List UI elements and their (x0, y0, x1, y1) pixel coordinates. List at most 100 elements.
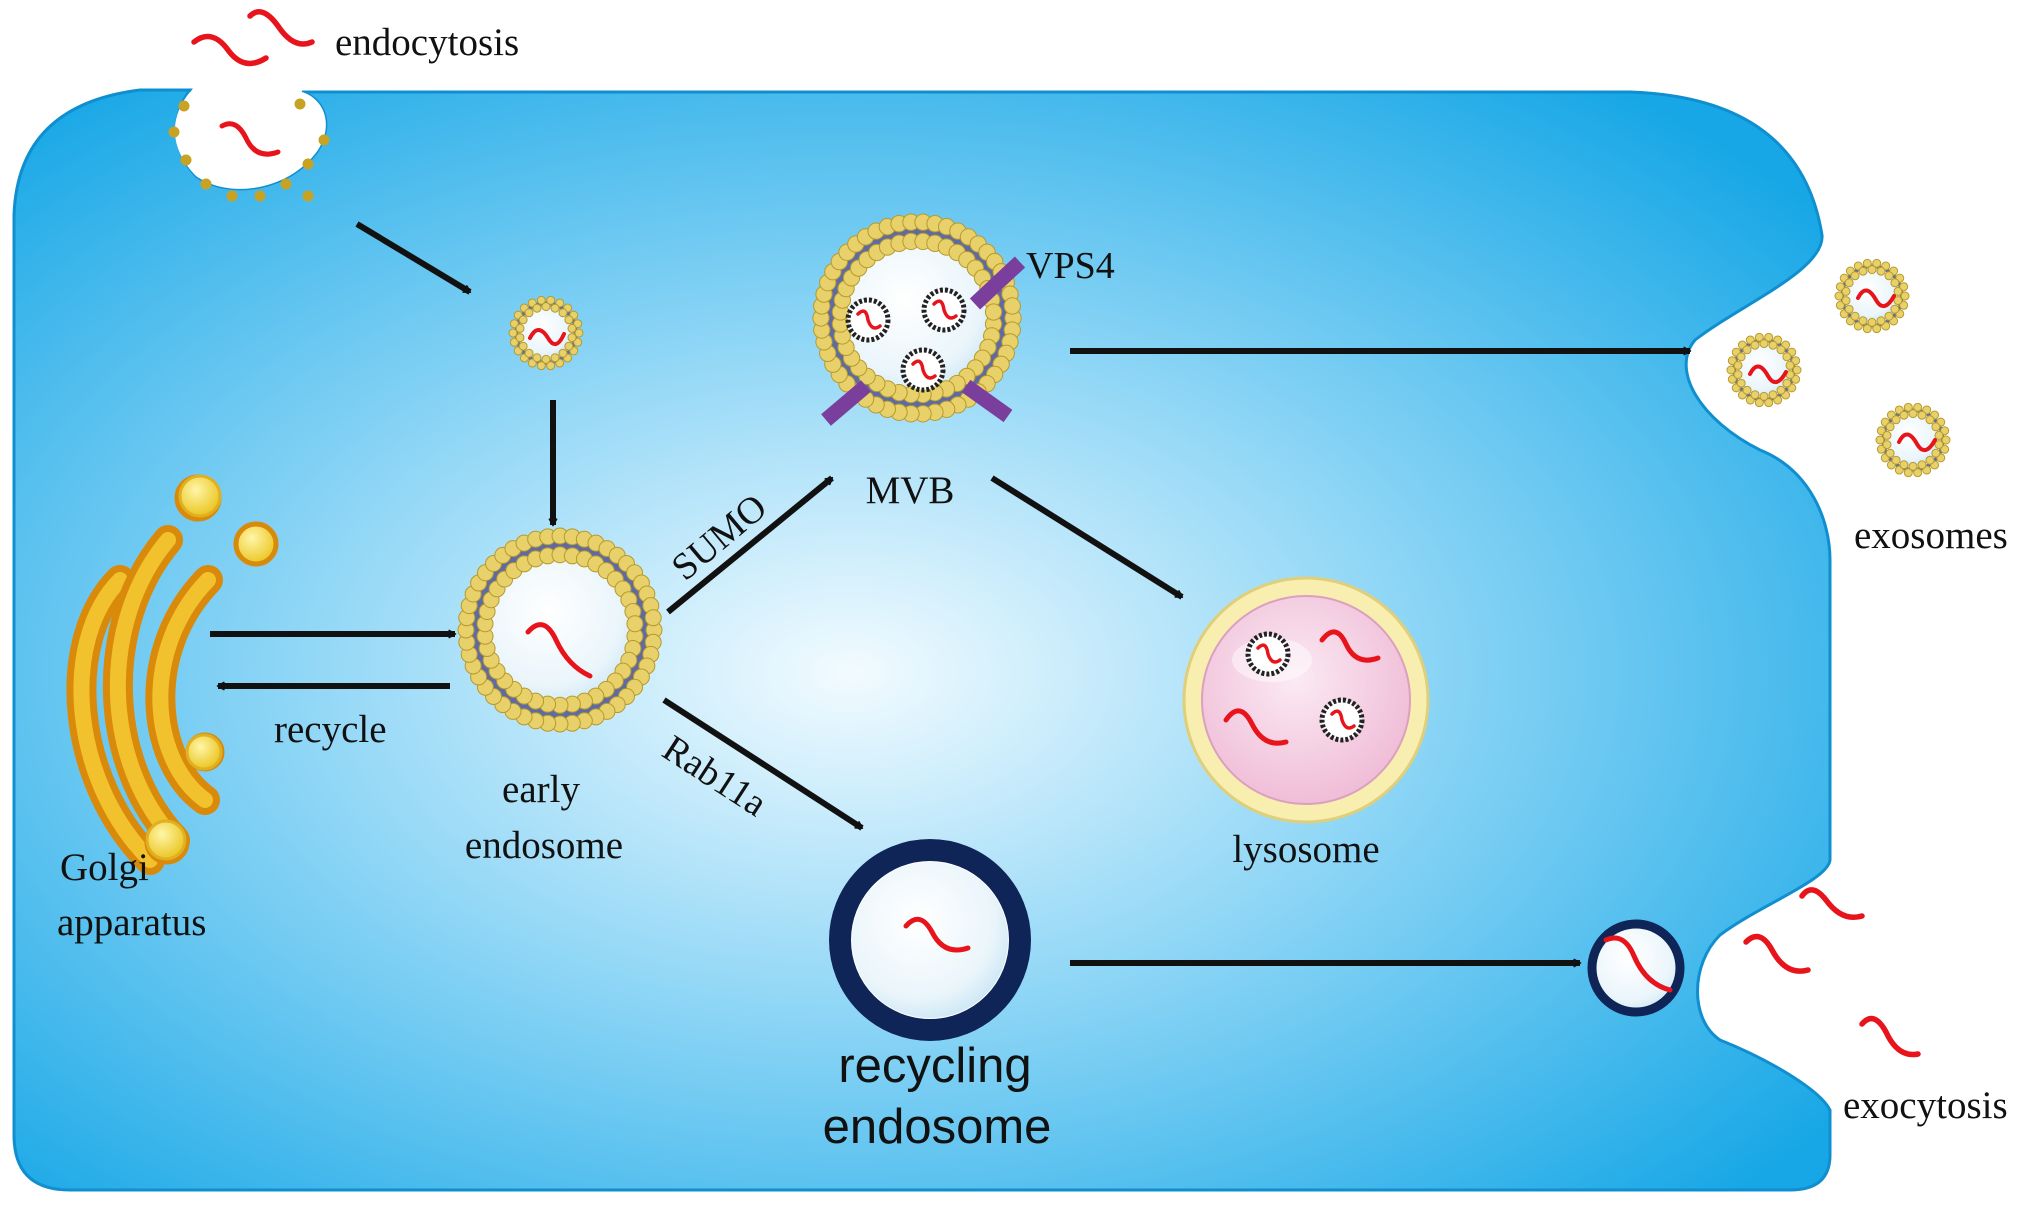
lipid-head (1759, 339, 1769, 349)
intraluminal-vesicle (845, 297, 891, 343)
lipid-head (1726, 365, 1736, 375)
lipid-tails (825, 226, 1009, 410)
lipid-head (1876, 316, 1886, 326)
lipid-head (550, 353, 560, 363)
cargo-rna-ilv (911, 359, 937, 380)
lipid-head (509, 319, 519, 329)
lipid-head (564, 341, 574, 351)
lipid-head (1750, 340, 1760, 350)
lipid-head (984, 303, 1003, 321)
lipid-head (1925, 455, 1935, 465)
lipid-head (1844, 278, 1854, 288)
cargo-rna-lysosome (1319, 629, 1381, 663)
lipid-head (574, 328, 584, 338)
exocytic-vesicle (1587, 919, 1685, 1017)
lipid-head (524, 348, 534, 358)
lipid-head (1913, 402, 1923, 412)
lipid-head (1750, 390, 1760, 400)
label-vps4: VPS4 (1026, 245, 1115, 287)
lysosome (1182, 576, 1430, 824)
cargo-rna-released (1743, 933, 1811, 974)
intraluminal-vesicle (900, 347, 946, 393)
vps4-bar (961, 379, 1013, 423)
cargo-rna-recycling-endosome (903, 916, 971, 953)
lipid-head (1872, 258, 1882, 268)
lipid-head (1792, 365, 1802, 375)
label-golgi-line2: apparatus (57, 901, 206, 944)
label-early-endosome-line2: endosome (465, 824, 623, 867)
lipid-head (1776, 345, 1786, 355)
lipid-head (1917, 410, 1927, 420)
lipid-head (1925, 415, 1935, 425)
lipid-head (515, 333, 525, 343)
lipid-head (573, 337, 583, 347)
lipid-head (1862, 324, 1872, 334)
vesicle-lumen (840, 241, 994, 395)
lipid-head (1913, 468, 1923, 478)
label-recycling-endosome-line1: recycling (838, 1039, 1031, 1093)
cargo-rna-released (1799, 887, 1865, 920)
lipid-head (1733, 360, 1743, 370)
label-exocytosis: exocytosis (1843, 1084, 2008, 1127)
exosome (1875, 402, 1951, 478)
lipid-head (515, 323, 525, 333)
golgi-apparatus (66, 474, 279, 875)
lipid-head (1858, 266, 1868, 276)
cargo-exosomes (1748, 288, 1937, 452)
lipid-head (558, 348, 568, 358)
lipid-head (1835, 282, 1845, 292)
lipid-head (1858, 316, 1868, 326)
cargo-rna-exosome (1897, 432, 1937, 452)
lipid-head (541, 302, 551, 312)
vps4-complexes (821, 256, 1026, 426)
cargo-rna-ilv (932, 299, 958, 320)
vps4-bar (821, 380, 871, 426)
lipid-head (1908, 461, 1918, 471)
lipid-head (524, 308, 534, 318)
lipid-head (1850, 311, 1860, 321)
lipid-head (532, 353, 542, 363)
cargo-rna-exosome (1856, 288, 1896, 308)
lipid-head (1791, 374, 1801, 384)
label-recycling-endosome-line2: endosome (823, 1100, 1052, 1154)
lipid-head (1941, 435, 1951, 445)
label-early-endosome-line1: early (502, 768, 580, 811)
lipid-head (1934, 430, 1944, 440)
label-recycle: recycle (274, 708, 387, 751)
label-mvb: MVB (866, 469, 955, 512)
lipid-head (1899, 410, 1909, 420)
lipid-head (1872, 324, 1882, 334)
lipid-head (1885, 422, 1895, 432)
intraluminal-vesicle (1319, 697, 1365, 743)
lipid-head (536, 295, 546, 305)
lipid-head (1850, 271, 1860, 281)
lipid-head (1934, 440, 1944, 450)
lipid-head (1893, 286, 1903, 296)
intraluminal-vesicle (921, 287, 967, 333)
lipid-head (1867, 265, 1877, 275)
label-endocytosis: endocytosis (335, 21, 519, 64)
lipid-head (1899, 300, 1909, 310)
lipid-head (1768, 390, 1778, 400)
clathrin-dots (168, 98, 330, 202)
intraluminal-vesicle (1245, 631, 1291, 677)
lipid-head (518, 315, 528, 325)
cargo-rna-released (1859, 1015, 1921, 1058)
lipid-head (546, 295, 556, 305)
lipid-head (532, 303, 542, 313)
lipid-head (550, 303, 560, 313)
lipid-head (1903, 468, 1913, 478)
lipid-head (1727, 374, 1737, 384)
lipid-head (1754, 398, 1764, 408)
cargo-rna-exocytic-vesicle (1603, 935, 1673, 993)
lipid-head (1882, 430, 1892, 440)
lipid-head (1736, 378, 1746, 388)
label-lysosome: lysosome (1232, 828, 1379, 871)
lipid-head (1940, 444, 1950, 454)
endocytic-pit (168, 92, 330, 202)
label-golgi-line1: Golgi (60, 846, 149, 889)
cargo-rna-endocytic-vesicle (528, 328, 566, 346)
lipid-head (536, 361, 546, 371)
lipid-head (1899, 460, 1909, 470)
